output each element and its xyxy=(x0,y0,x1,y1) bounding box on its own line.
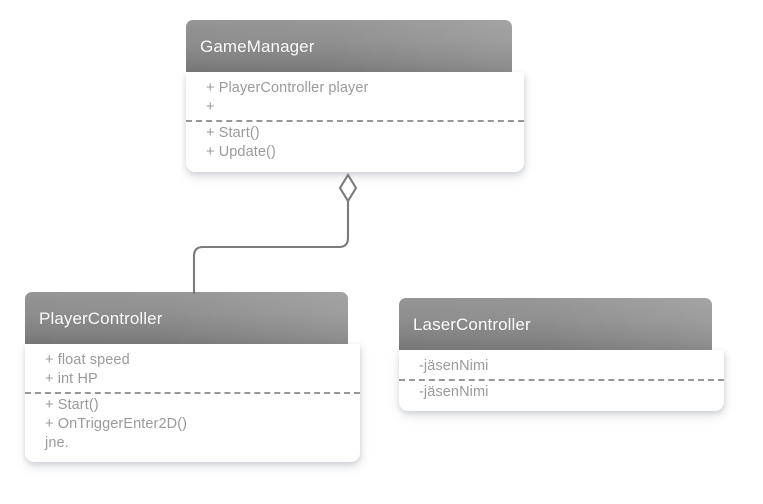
class-method-row: + Start() xyxy=(45,397,99,413)
uml-class-lasercontroller[interactable]: LaserController -jäsenNimi -jäsenNimi xyxy=(399,298,724,418)
class-attribute-row: -jäsenNimi xyxy=(419,358,489,374)
class-header-playercontroller[interactable]: PlayerController xyxy=(25,292,348,344)
compartment-separator xyxy=(25,392,360,394)
class-method-row: jne. xyxy=(45,435,69,451)
class-method-row: -jäsenNimi xyxy=(419,384,489,400)
class-title-lasercontroller: LaserController xyxy=(413,314,531,334)
aggregation-line xyxy=(192,200,350,294)
class-method-row: + OnTriggerEnter2D() xyxy=(45,416,188,432)
class-attribute-row: + float speed xyxy=(45,352,130,368)
class-attribute-row: + PlayerController player xyxy=(206,80,369,96)
uml-class-playercontroller[interactable]: PlayerController + float speed + int HP … xyxy=(25,292,360,467)
class-body-gamemanager: + PlayerController player + + Start() + … xyxy=(186,72,524,172)
class-attribute-row: + int HP xyxy=(45,371,98,387)
class-body-playercontroller: + float speed + int HP + Start() + OnTri… xyxy=(25,344,360,462)
class-method-row: + Start() xyxy=(206,125,260,141)
class-header-lasercontroller[interactable]: LaserController xyxy=(399,298,712,350)
class-attribute-row: + xyxy=(206,99,215,115)
class-body-lasercontroller: -jäsenNimi -jäsenNimi xyxy=(399,350,724,411)
class-header-gamemanager[interactable]: GameManager xyxy=(186,20,512,72)
compartment-separator xyxy=(399,379,724,381)
class-title-playercontroller: PlayerController xyxy=(39,308,163,328)
class-method-row: + Update() xyxy=(206,144,276,160)
compartment-separator xyxy=(186,120,524,122)
uml-class-gamemanager[interactable]: GameManager + PlayerController player + … xyxy=(186,20,524,180)
class-title-gamemanager: GameManager xyxy=(200,36,315,56)
